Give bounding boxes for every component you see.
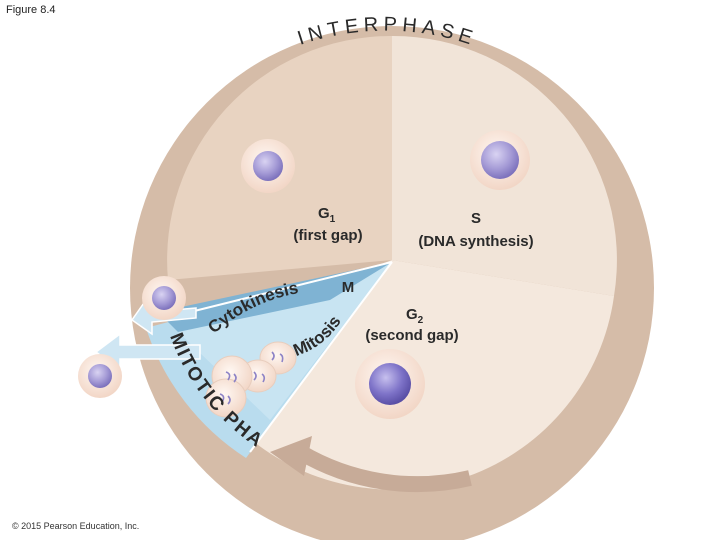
figure-title: Figure 8.4	[6, 4, 56, 16]
g2-nucleus	[369, 363, 411, 405]
cycle-flow-arrow	[295, 445, 472, 493]
copyright-notice: © 2015 Pearson Education, Inc.	[12, 521, 140, 531]
s-nucleus	[481, 141, 519, 179]
g1-label: G1	[318, 205, 336, 225]
mitotic-wedge-dark	[158, 262, 392, 332]
s-description: (DNA synthesis)	[418, 233, 533, 250]
g2-description: (second gap)	[365, 327, 458, 344]
g1-nucleus	[253, 151, 283, 181]
cycle-flow-arrowhead	[270, 436, 312, 476]
g2-label: G2	[406, 306, 424, 326]
daughter-cells	[205, 355, 253, 418]
s-label: S	[471, 210, 481, 227]
exit-nucleus-upper	[152, 286, 176, 310]
m-label: M	[342, 279, 355, 296]
exit-nucleus-lower	[88, 364, 112, 388]
g1-description: (first gap)	[293, 227, 362, 244]
